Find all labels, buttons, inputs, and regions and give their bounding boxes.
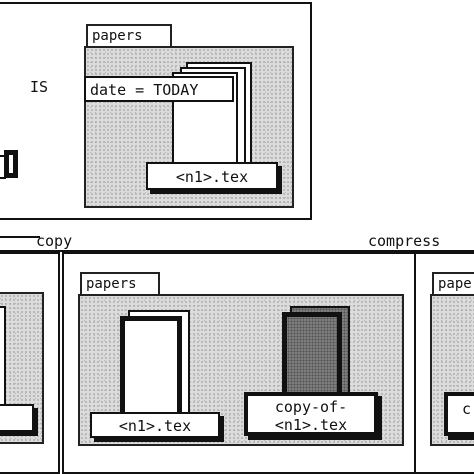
- folder-tab-papers-middle[interactable]: papers: [80, 272, 160, 296]
- file-label-plate-middle: <n1>.tex: [90, 412, 220, 438]
- partial-document-left: [0, 306, 6, 416]
- folder-tab-papers-right[interactable]: pape: [432, 272, 474, 296]
- copy-label-line1: copy-of-: [274, 398, 348, 416]
- partial-plate-left: [0, 404, 34, 432]
- file-label-middle: <n1>.tex: [118, 417, 192, 435]
- operation-connector-line: [0, 250, 474, 252]
- condition-label-text: date = TODAY: [90, 81, 199, 99]
- original-document: [120, 316, 182, 420]
- copy-label-plate-right-partial: c: [444, 392, 474, 436]
- file-label-top: <n1>.tex: [175, 168, 249, 186]
- copy-label-line2: <n1>.tex: [274, 416, 348, 434]
- connector-left-tick: [0, 236, 40, 238]
- folder-tab-papers-top[interactable]: papers: [86, 24, 172, 48]
- condition-label-box: date = TODAY: [84, 76, 234, 102]
- partial-document-icon-back: [0, 155, 6, 179]
- copy-label-plate: copy-of- <n1>.tex: [244, 392, 378, 436]
- copied-document: [282, 312, 342, 404]
- is-label: IS: [30, 78, 49, 96]
- copy-operation-label: copy: [36, 232, 73, 250]
- compress-operation-label: compress: [368, 232, 441, 250]
- partial-document-icon: [4, 150, 18, 178]
- file-label-right-partial: c: [462, 400, 472, 418]
- file-label-plate-top: <n1>.tex: [146, 162, 278, 190]
